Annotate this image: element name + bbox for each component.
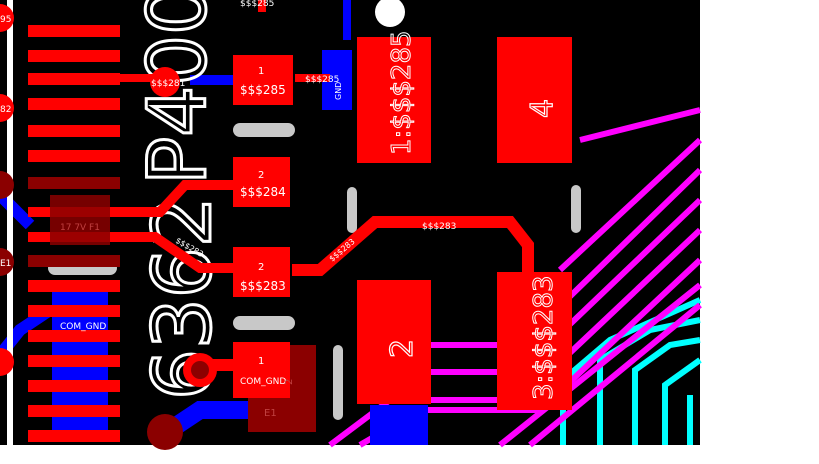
svg-text:2: 2 <box>258 170 264 181</box>
net-label-285-top: $$$285 <box>240 0 274 9</box>
pad-com-gnd[interactable]: 1 COM_GND 2 E1 <box>233 342 316 432</box>
large-pad-285[interactable]: 1:$$$285 <box>357 30 431 163</box>
pad-284[interactable]: 2 $$$284 <box>233 157 290 207</box>
pad-com-gnd-e1: E1 <box>264 408 277 419</box>
via-281-label: $$$281 <box>151 79 185 89</box>
pad-com-gnd-pin2: 2 <box>284 379 295 385</box>
large-pad-4[interactable]: 4 <box>497 37 572 163</box>
left-edge-vias <box>0 4 183 450</box>
edge-label-82: 82 <box>0 105 11 115</box>
svg-text:1:$$$285: 1:$$$285 <box>387 30 417 155</box>
com-gnd-strap-label: COM_GND <box>60 322 106 332</box>
svg-text:3:$$$283: 3:$$$283 <box>529 275 559 400</box>
edge-label-e1: E1 <box>0 259 11 269</box>
svg-text:COM_GND: COM_GND <box>240 377 286 387</box>
svg-text:$$$284: $$$284 <box>240 185 286 199</box>
fuse-component-body <box>50 195 110 245</box>
net-label-285-mid: $$$285 <box>305 75 339 85</box>
silk-part-text: P400 <box>131 0 224 185</box>
svg-text:1: 1 <box>258 66 264 77</box>
svg-text:2: 2 <box>385 339 420 358</box>
keepout-bars <box>48 123 581 420</box>
pad-285[interactable]: 1 $$$285 <box>233 55 293 105</box>
svg-text:4: 4 <box>525 99 560 118</box>
net-label-gnd-vertical: GND <box>334 82 343 100</box>
large-pad-2[interactable]: 2 <box>357 280 431 404</box>
fuse-label: 17 7V F1 <box>60 223 100 233</box>
svg-text:1: 1 <box>258 356 264 367</box>
svg-text:$$$285: $$$285 <box>240 83 286 97</box>
via-281[interactable] <box>150 67 180 97</box>
svg-text:2: 2 <box>258 262 264 273</box>
edge-label-95: 95 <box>0 15 11 25</box>
large-pad-283[interactable]: 3:$$$283 <box>497 272 572 410</box>
svg-text:$$$283: $$$283 <box>240 279 286 293</box>
left-connector-pins <box>28 25 120 442</box>
pin1-marker-dot <box>375 0 405 27</box>
pad-283[interactable]: 2 $$$283 <box>233 247 290 297</box>
net-label-283-top: $$$283 <box>422 222 456 232</box>
